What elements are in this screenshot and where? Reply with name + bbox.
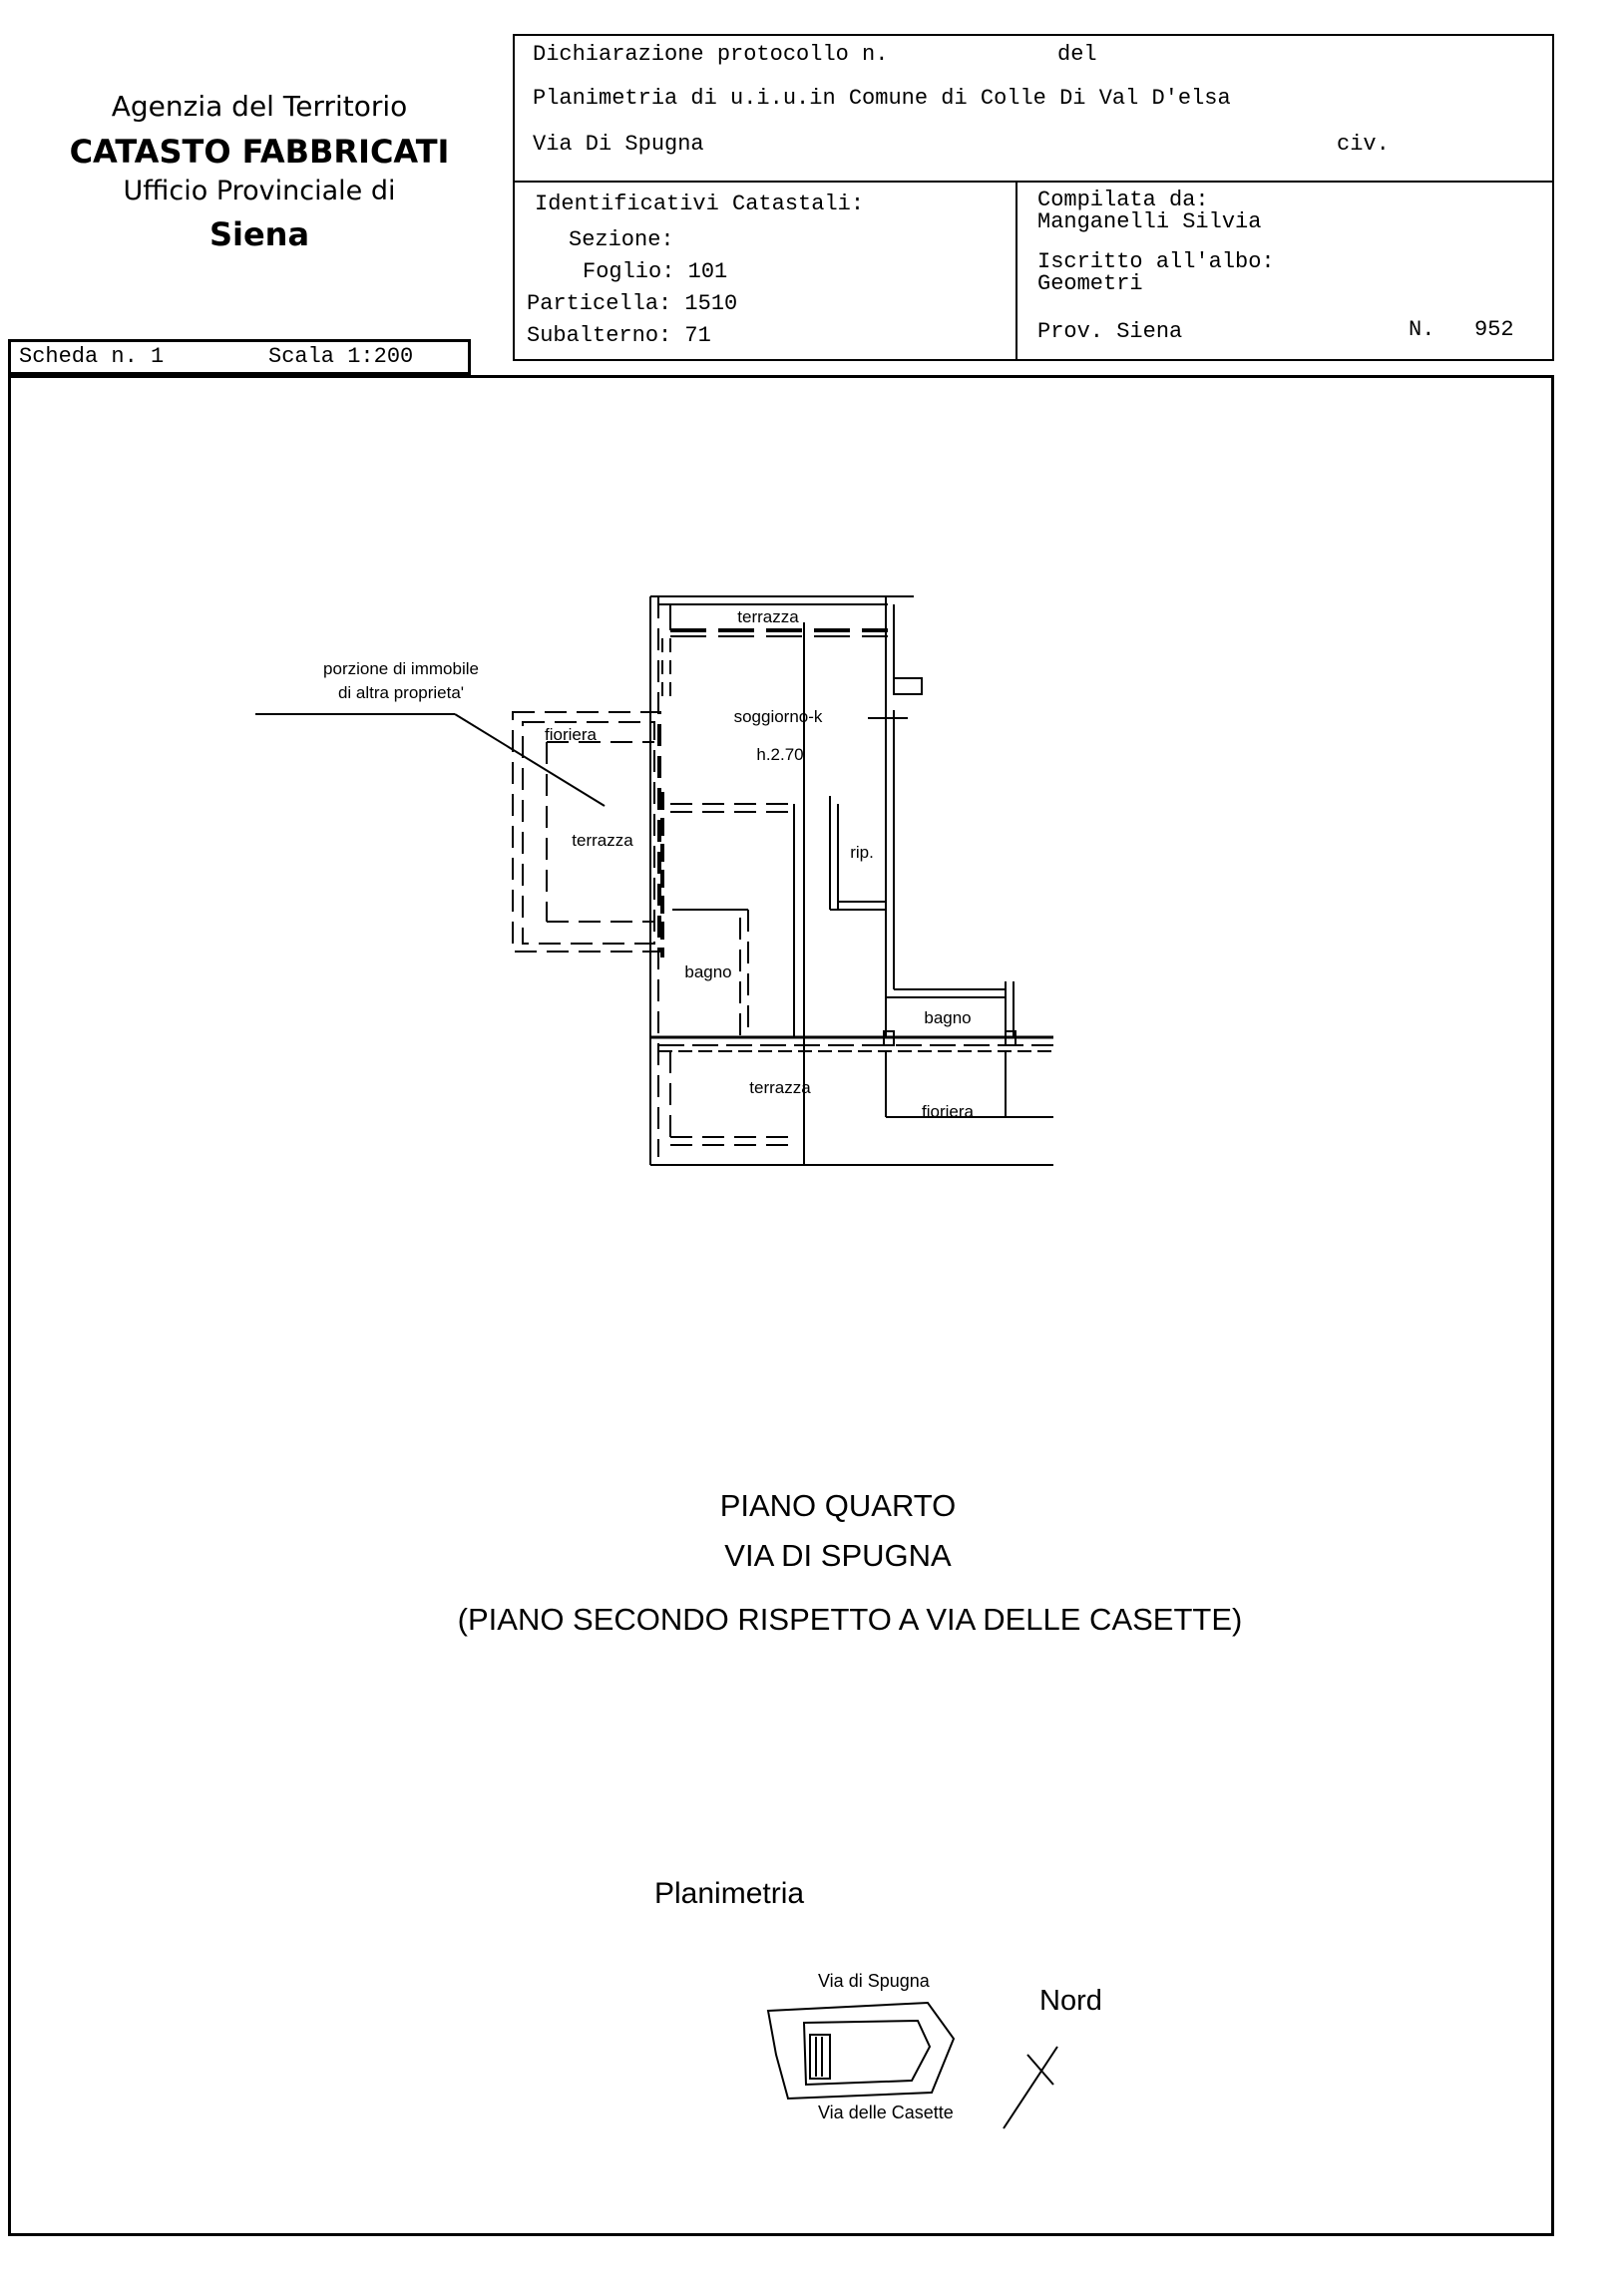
locator-block-inner — [802, 2019, 932, 2087]
room-terrazza-top: terrazza — [737, 607, 799, 626]
agency-name: Agenzia del Territorio — [111, 90, 408, 123]
register-number: N. 952 — [1409, 317, 1514, 342]
province: Prov. Siena — [1037, 319, 1183, 344]
cadastral-ids-label: Identificativi Catastali: — [535, 191, 865, 216]
street: Via Di Spugna — [533, 132, 704, 157]
room-bagno-2: bagno — [924, 1008, 971, 1027]
floor-note: (PIANO SECONDO RISPETTO A VIA DELLE CASE… — [457, 1602, 1243, 1637]
locator-unit — [809, 2034, 831, 2080]
protocol-label: Dichiarazione protocollo n. — [533, 42, 889, 67]
leader-line — [454, 713, 606, 807]
register-label: Iscritto all'albo: — [1037, 249, 1275, 274]
date-label: del — [1057, 42, 1097, 67]
locator-street-bottom: Via delle Casette — [818, 2103, 954, 2122]
other-property-label-1: porzione di immobile — [323, 659, 479, 678]
scale: Scala 1:200 — [268, 344, 414, 369]
plan-description: Planimetria di u.i.u.in Comune di Colle … — [533, 86, 1231, 111]
compiled-by-label: Compilata da: — [1037, 188, 1209, 212]
street-title: VIA DI SPUGNA — [724, 1538, 952, 1573]
north-label: Nord — [1039, 1985, 1102, 2017]
locator-street-top: Via di Spugna — [818, 1971, 930, 1991]
drawing-frame — [8, 375, 1554, 2236]
office-label: Ufficio Provinciale di — [123, 176, 396, 206]
catasto-title: CATASTO FABBRICATI — [69, 133, 450, 171]
scheda-box: Scheda n. 1 Scala 1:200 — [8, 339, 471, 375]
section-label: Sezione: — [569, 227, 674, 252]
office-city: Siena — [208, 215, 310, 253]
locator-block-outer — [766, 2001, 956, 2101]
locator-title: Planimetria — [654, 1877, 805, 1910]
compiler-name: Manganelli Silvia — [1037, 209, 1262, 234]
subunit-number: Subalterno: 71 — [527, 323, 711, 348]
room-soggiorno: soggiorno-k — [734, 707, 823, 726]
room-fioriera-left: fioriera — [545, 725, 598, 744]
declaration-header: Dichiarazione protocollo n. del Planimet… — [513, 34, 1554, 361]
room-fioriera-bottom: fioriera — [922, 1102, 975, 1121]
scheda-number: Scheda n. 1 — [19, 344, 165, 369]
north-arrow — [1003, 2046, 1058, 2129]
room-height: h.2.70 — [756, 745, 803, 764]
room-terrazza-left: terrazza — [572, 831, 633, 850]
civic-label: civ. — [1337, 132, 1390, 157]
sheet-number: Foglio: 101 — [583, 259, 728, 284]
room-ripostiglio: rip. — [850, 843, 874, 862]
register-value: Geometri — [1037, 271, 1143, 296]
parcel-number: Particella: 1510 — [527, 291, 738, 316]
room-bagno-1: bagno — [684, 962, 731, 981]
floor-title: PIANO QUARTO — [719, 1488, 957, 1523]
other-property-label-2: di altra proprieta' — [338, 683, 464, 702]
room-terrazza-bottom: terrazza — [749, 1078, 811, 1097]
